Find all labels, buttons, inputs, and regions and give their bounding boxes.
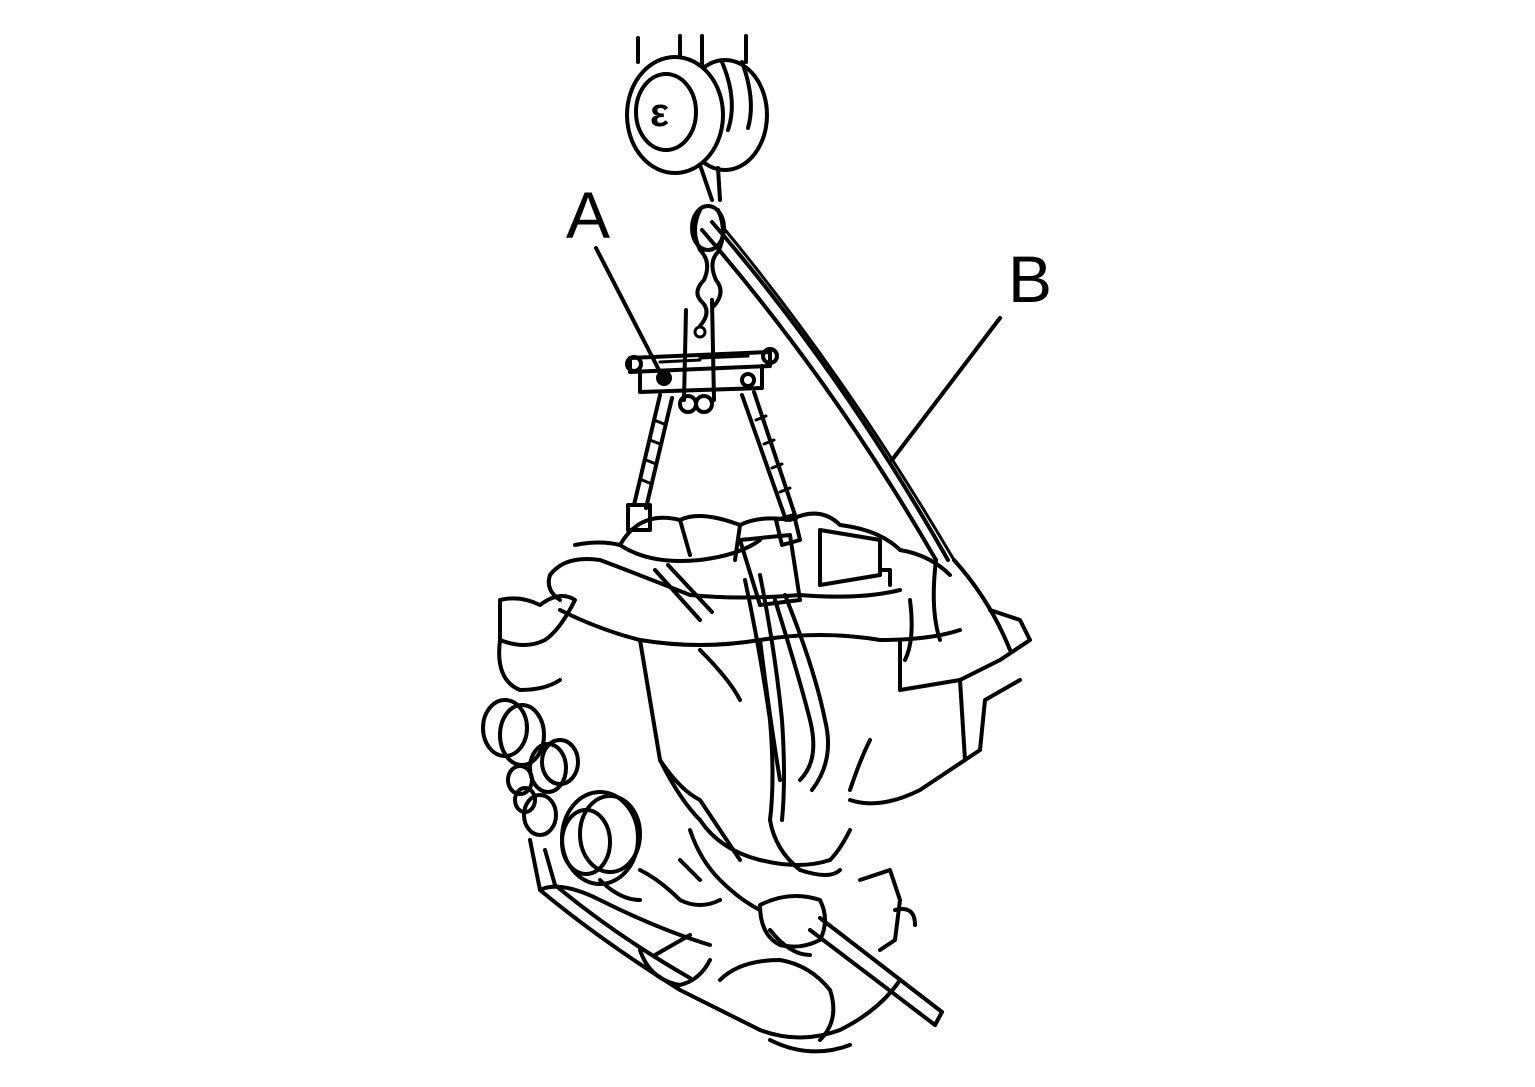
callout-a-label: A xyxy=(566,178,610,252)
left-chain xyxy=(626,393,674,532)
lifting-hook xyxy=(682,204,726,402)
hoist-mark: ε xyxy=(650,91,669,135)
front-pulleys xyxy=(481,698,642,886)
right-chain xyxy=(740,390,802,547)
callout-b: B xyxy=(890,242,1052,462)
hoist-pulley: ε xyxy=(625,34,769,202)
hoses xyxy=(743,573,842,877)
engine-block xyxy=(497,511,1032,912)
callout-b-label: B xyxy=(1008,242,1052,316)
lower-cradle xyxy=(528,838,944,1054)
lifting-bracket xyxy=(625,347,779,414)
callout-a: A xyxy=(566,178,662,374)
